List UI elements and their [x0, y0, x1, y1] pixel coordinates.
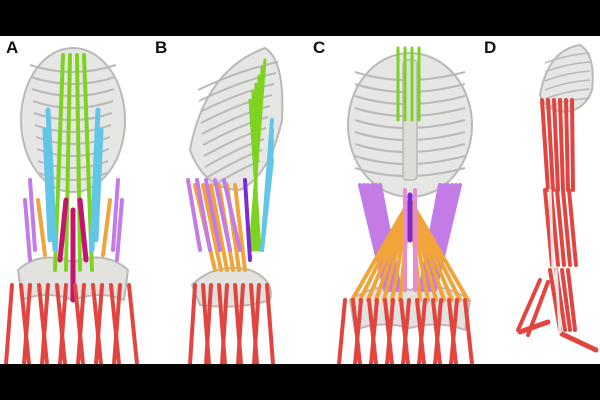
calf-muscle — [566, 268, 577, 332]
oblique-muscle — [209, 183, 229, 272]
rib — [32, 100, 114, 109]
lateral-muscle — [222, 178, 242, 252]
rib — [544, 79, 591, 91]
hip-muscle — [236, 283, 245, 364]
thigh-muscle — [543, 188, 554, 267]
thigh-muscle — [555, 188, 566, 267]
hip-muscle — [401, 298, 411, 364]
hip-muscle — [22, 283, 32, 364]
lateral-muscle — [28, 178, 37, 252]
oblique-muscle — [201, 183, 223, 272]
rib — [203, 127, 267, 157]
hip-muscle — [353, 298, 363, 364]
thigh-muscle — [567, 188, 578, 267]
hip-muscle — [417, 298, 427, 364]
deep-muscle — [77, 197, 89, 263]
deep-muscle — [243, 178, 252, 262]
rib — [544, 70, 591, 82]
calf-muscle — [560, 268, 572, 332]
hip-muscle — [369, 298, 379, 364]
spinal-muscle — [75, 53, 82, 272]
lateral-muscle — [111, 178, 120, 252]
rib — [35, 136, 111, 145]
hip-muscle — [112, 283, 122, 364]
panel-c-model — [337, 46, 474, 364]
hip-muscle — [433, 298, 443, 364]
hip-muscle — [385, 298, 395, 364]
rib — [544, 88, 591, 100]
tibia — [554, 268, 562, 334]
spinal-muscle — [64, 53, 72, 272]
rib — [34, 124, 112, 133]
oblique-muscle — [36, 198, 47, 257]
lateral-muscle — [115, 198, 124, 262]
trunk-muscle — [558, 98, 565, 192]
panel-b-model — [186, 46, 284, 364]
rib — [202, 116, 269, 146]
rib — [29, 64, 117, 73]
thigh-muscle — [561, 188, 572, 267]
hip-muscle — [127, 283, 139, 364]
foot-muscle — [517, 319, 551, 335]
lateral-muscle — [186, 178, 202, 252]
lateral-muscle — [23, 198, 32, 262]
rib — [199, 83, 275, 113]
back-muscle — [42, 127, 53, 243]
trunk-muscle — [570, 98, 575, 192]
deep-muscle — [57, 197, 69, 263]
trunk-muscle — [552, 98, 560, 192]
rib — [33, 112, 113, 121]
panel-label-b: B — [155, 38, 168, 57]
rib — [544, 52, 591, 64]
oblique-muscle — [233, 183, 247, 272]
rib — [201, 105, 271, 135]
hip-muscle — [4, 283, 14, 364]
back-muscle — [45, 107, 58, 253]
hip-muscle — [220, 283, 229, 364]
panel-label-c: C — [313, 38, 326, 57]
shank-muscle — [516, 278, 542, 332]
lateral-muscle — [213, 178, 232, 252]
hip-muscle — [94, 283, 104, 364]
back-muscle — [93, 127, 104, 243]
hip-muscle — [40, 283, 50, 364]
spinal-muscle — [248, 98, 262, 252]
hip-muscle — [449, 298, 459, 364]
hip-muscle — [252, 283, 261, 364]
hip-muscle — [265, 283, 275, 364]
hip-muscle — [463, 298, 474, 364]
hip-muscle — [337, 298, 347, 364]
oblique-muscle — [101, 198, 112, 257]
rib — [544, 61, 591, 73]
rib — [31, 88, 115, 97]
rib — [200, 94, 273, 124]
hip-muscle — [188, 283, 197, 364]
lateral-muscle — [195, 178, 212, 252]
panel-d-model — [516, 43, 599, 353]
hip-muscle — [76, 283, 86, 364]
back-muscle — [89, 107, 101, 253]
panel-label-a: A — [6, 38, 19, 57]
rib — [198, 72, 277, 102]
rib — [30, 76, 116, 85]
panel-a-model — [4, 47, 139, 364]
back-muscle — [260, 158, 274, 252]
trunk-muscle — [546, 98, 555, 192]
hip-muscle — [58, 283, 68, 364]
trunk-muscle — [540, 98, 550, 192]
femur — [548, 188, 555, 270]
foot-muscle — [559, 331, 599, 353]
panel-label-d: D — [484, 38, 497, 57]
trunk-muscle — [564, 98, 570, 192]
rib — [197, 61, 279, 91]
lateral-muscle — [204, 178, 222, 252]
thigh-muscle — [549, 188, 560, 267]
hip-muscle — [204, 283, 213, 364]
